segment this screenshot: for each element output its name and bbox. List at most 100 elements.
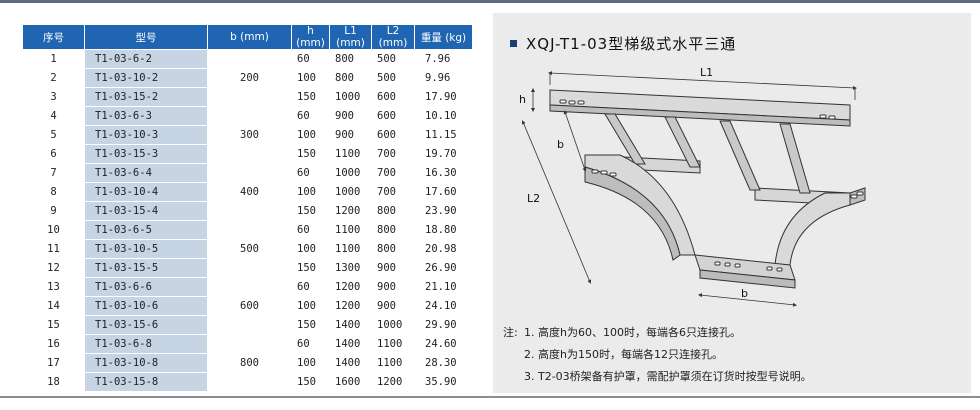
cell-l1: 1000 [329,87,372,107]
cell-h: 100 [291,182,330,202]
cell-weight: 28.30 [414,353,473,373]
cell-h: 150 [291,201,330,221]
cell-h: 100 [291,296,330,316]
tee-diagram: L1 h b L2 b [519,66,866,307]
note-text: 1. 高度h为60、100时，每端各6只连接孔。 [524,326,741,339]
note-text: 2. 高度h为150时，每端各12只连接孔。 [524,348,723,361]
cell-l2: 600 [371,87,415,107]
cell-model: T1-03-15-2 [84,87,208,107]
spec-table: 序号 型号 b (mm) h (mm) L1 (mm) L2 (mm) 重量 (… [22,24,473,392]
header-b: b (mm) [207,24,292,50]
cell-l1: 900 [329,125,372,145]
cell-l1: 1600 [329,372,372,392]
dimension-lines [521,71,857,307]
table-header-row: 序号 型号 b (mm) h (mm) L1 (mm) L2 (mm) 重量 (… [22,24,473,50]
product-title-row: XQJ-T1-03型梯级式水平三通 [510,32,736,54]
cell-weight: 18.80 [414,220,473,240]
tray-body [549,89,866,289]
cell-l1: 1400 [329,353,372,373]
cell-weight: 16.30 [414,163,473,183]
table-row: 16 T1-03-6-8 800 60 1400 1100 24.60 [22,334,473,392]
label-l1: L1 [700,66,713,79]
table-row: 12 T1-03-15-5 150 1300 900 26.90 [22,258,473,278]
cell-l1: 1200 [329,201,372,221]
cell-model: T1-03-10-2 [84,68,208,88]
cell-b: 500 [207,220,292,278]
table-row: 17 T1-03-10-8 100 1400 1100 28.30 [22,353,473,373]
cell-l2: 800 [371,201,415,221]
cell-b: 800 [207,334,292,392]
cell-h: 150 [291,258,330,278]
cell-b: 600 [207,277,292,335]
table-row: 4 T1-03-6-3 300 60 900 600 10.10 [22,106,473,164]
cell-seq: 10 [22,220,85,240]
square-bullet-icon [510,39,517,47]
cell-weight: 10.10 [414,106,473,126]
cell-l1: 900 [329,106,372,126]
label-l2: L2 [527,192,540,205]
cell-model: T1-03-6-2 [84,49,208,69]
cell-seq: 1 [22,49,85,69]
branch-arm-right [774,192,851,266]
cell-seq: 13 [22,277,85,297]
cell-model: T1-03-15-4 [84,201,208,221]
cell-weight: 7.96 [414,49,473,69]
cell-seq: 18 [22,372,85,392]
cell-l2: 700 [371,182,415,202]
cell-seq: 15 [22,315,85,335]
table-row: 5 T1-03-10-3 100 900 600 11.15 [22,125,473,145]
cell-b: 400 [207,163,292,221]
branch-bottom-lip [699,269,796,289]
cell-seq: 5 [22,125,85,145]
table-row: 8 T1-03-10-4 100 1000 700 17.60 [22,182,473,202]
top-rule [0,0,980,3]
cell-model: T1-03-10-5 [84,239,208,259]
cell-seq: 14 [22,296,85,316]
cell-l1: 1400 [329,315,372,335]
cell-h: 100 [291,68,330,88]
cell-model: T1-03-15-8 [84,372,208,392]
product-title: XQJ-T1-03型梯级式水平三通 [526,34,737,53]
cell-weight: 24.60 [414,334,473,354]
cell-weight: 21.10 [414,277,473,297]
cell-h: 100 [291,353,330,373]
cell-l2: 1200 [371,372,415,392]
cell-h: 60 [291,334,330,354]
cell-weight: 20.98 [414,239,473,259]
table-row: 9 T1-03-15-4 150 1200 800 23.90 [22,201,473,221]
table-row: 2 T1-03-10-2 100 800 500 9.96 [22,68,473,88]
cell-h: 150 [291,372,330,392]
cell-seq: 4 [22,106,85,126]
branch-holes-bottom [714,261,783,272]
branch-holes-right [850,191,864,199]
cell-h: 100 [291,125,330,145]
cell-seq: 6 [22,144,85,164]
cell-l2: 700 [371,163,415,183]
table-row: 18 T1-03-15-8 150 1600 1200 35.90 [22,372,473,392]
cell-model: T1-03-15-6 [84,315,208,335]
cell-model: T1-03-15-3 [84,144,208,164]
cell-seq: 11 [22,239,85,259]
note-text: 3. T2-03桥架备有护罩，需配护罩须在订货时按型号说明。 [524,370,812,383]
cell-seq: 16 [22,334,85,354]
branch-arm-left-side [584,166,681,261]
header-h: h (mm) [291,24,330,50]
rail-holes [559,99,836,120]
cell-weight: 23.90 [414,201,473,221]
header-seq: 序号 [22,24,85,50]
top-rail-lip [549,104,851,127]
cell-weight: 11.15 [414,125,473,145]
cell-l2: 900 [371,277,415,297]
cell-model: T1-03-15-5 [84,258,208,278]
cell-weight: 26.90 [414,258,473,278]
cell-weight: 29.90 [414,315,473,335]
l2-dimension [521,120,592,284]
cell-model: T1-03-10-6 [84,296,208,316]
cell-l1: 1000 [329,163,372,183]
cell-l2: 500 [371,68,415,88]
cell-l1: 1100 [329,144,372,164]
cell-model: T1-03-6-6 [84,277,208,297]
cell-l2: 500 [371,49,415,69]
notes: 注:1. 高度h为60、100时，每端各6只连接孔。 2. 高度h为150时，每… [503,322,812,388]
cell-h: 150 [291,144,330,164]
